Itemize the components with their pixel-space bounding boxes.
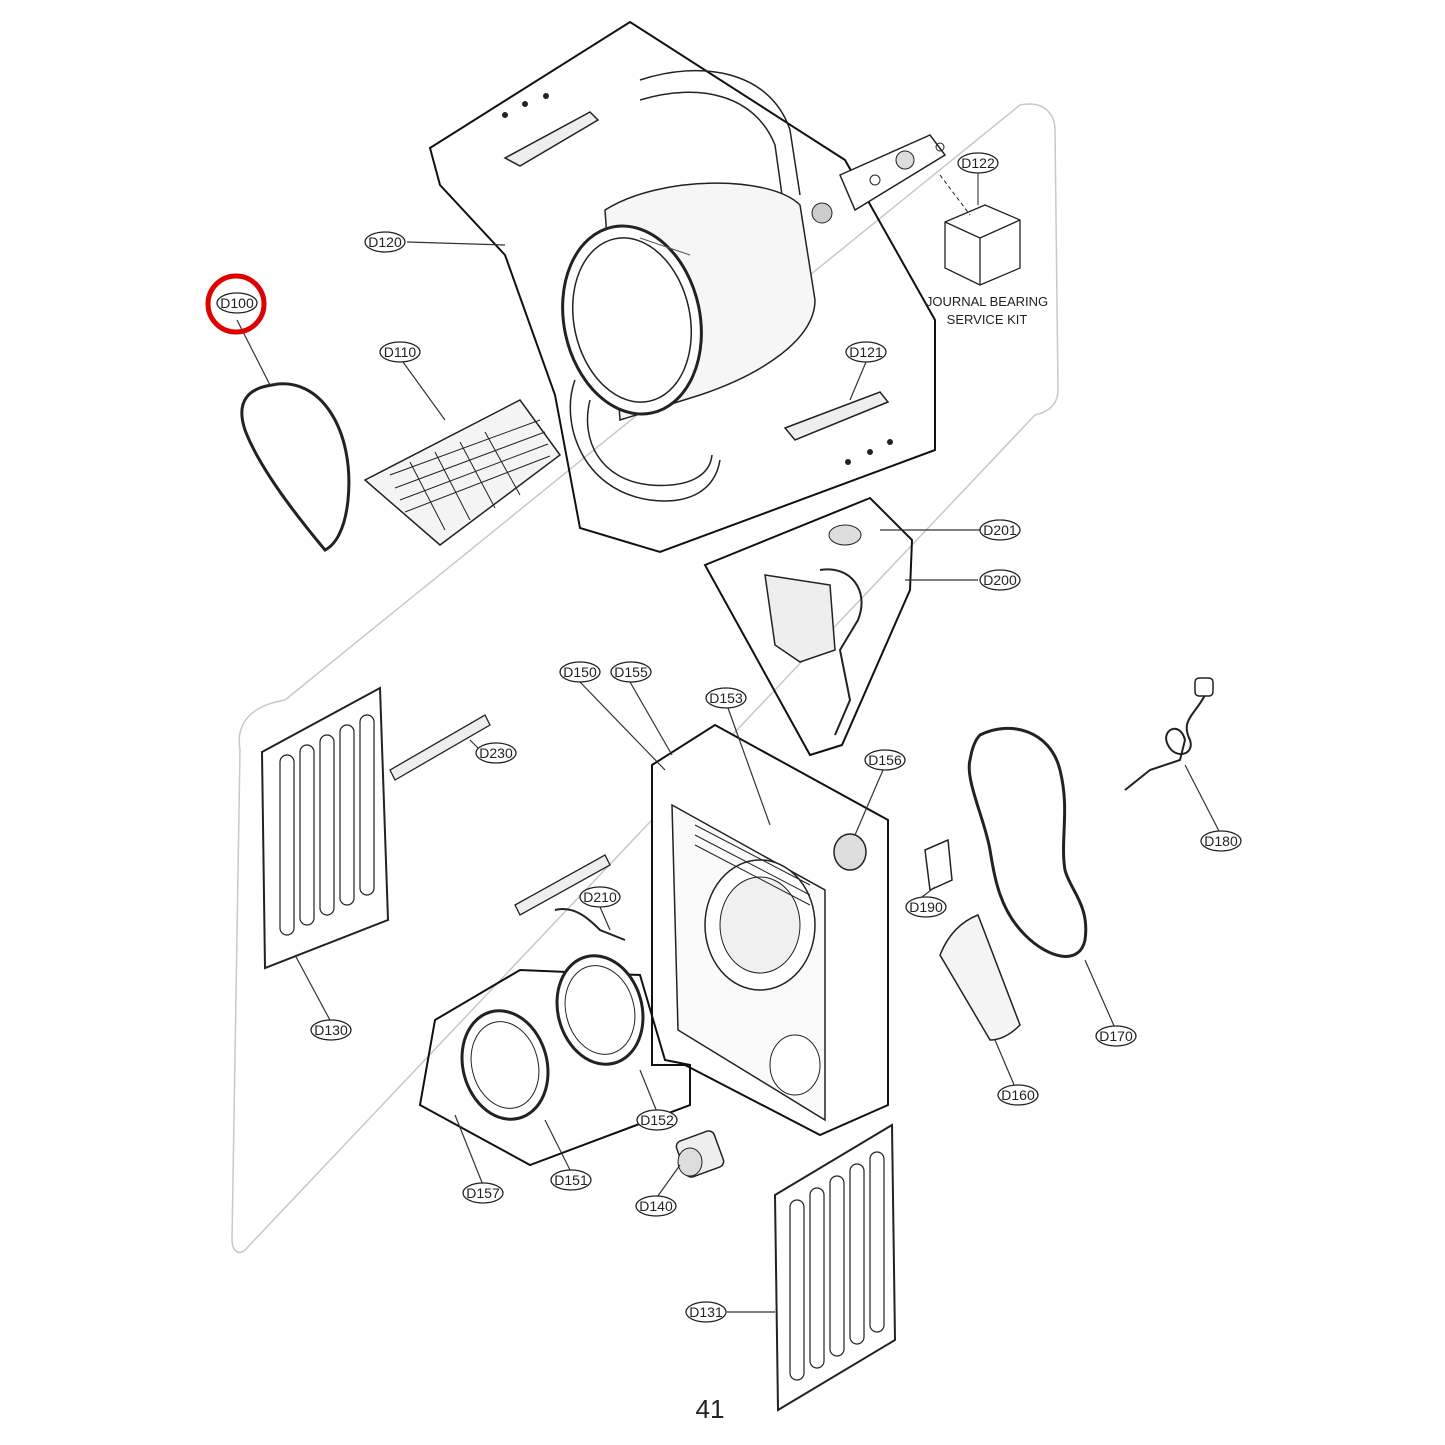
- callout-d121: D121: [845, 341, 887, 363]
- door-gasket: [240, 382, 351, 552]
- callout-d110: D110: [379, 341, 421, 363]
- callout-d153: D153: [705, 687, 747, 709]
- callout-d151: D151: [550, 1169, 592, 1191]
- kit-note-line1: JOURNAL BEARING: [926, 294, 1048, 309]
- callout-label: D180: [1204, 833, 1238, 849]
- upper-drum-bracket: [502, 93, 600, 167]
- page-number: 41: [696, 1394, 725, 1424]
- drum-belt: [639, 69, 801, 196]
- callout-d156: D156: [864, 749, 906, 771]
- cabinet-front-panel: [671, 803, 826, 1122]
- front-bulkhead: [460, 954, 645, 1121]
- callout-label: D150: [563, 664, 597, 680]
- motor-part: [833, 833, 867, 871]
- callout-label: D153: [709, 690, 743, 706]
- plug-icon: [1194, 677, 1214, 697]
- callout-label: D131: [689, 1304, 723, 1320]
- callout-d230: D230: [475, 742, 517, 764]
- callout-d190: D190: [905, 896, 947, 918]
- callout-d100: D100: [216, 292, 258, 314]
- callout-d131: D131: [685, 1301, 727, 1323]
- callout-d155: D155: [610, 661, 652, 683]
- callout-d140: D140: [635, 1195, 677, 1217]
- capacitor: [675, 1130, 725, 1178]
- callout-d160: D160: [997, 1084, 1039, 1106]
- callout-d122: D122: [957, 152, 999, 174]
- front-bulkhead-boundary: [418, 968, 691, 1167]
- lower-drum-bracket: [783, 391, 893, 465]
- callout-d150: D150: [559, 661, 601, 683]
- leader-lines: [236, 241, 1221, 1313]
- callout-d201: D201: [979, 519, 1021, 541]
- callout-label: D200: [983, 572, 1017, 588]
- callout-label: D100: [220, 295, 254, 311]
- mounting-strip-upper: [389, 714, 491, 781]
- callout-label: D120: [368, 234, 402, 250]
- lint-filter-screen: [363, 399, 562, 546]
- callout-label: D170: [1099, 1028, 1133, 1044]
- hose-bracket: [554, 908, 626, 941]
- small-gasket: [924, 838, 953, 892]
- side-panel-right: [773, 1123, 897, 1412]
- callout-label: D210: [583, 889, 617, 905]
- drum-assembly-boundary: [428, 20, 936, 554]
- callout-label: D140: [639, 1198, 673, 1214]
- drum: [561, 182, 816, 421]
- kit-note-line2: SERVICE KIT: [947, 312, 1028, 327]
- callout-label: D155: [614, 664, 648, 680]
- drum-belt-lower: [569, 379, 721, 502]
- duct-assembly: [764, 524, 863, 736]
- callout-label: D110: [384, 344, 417, 360]
- callout-label: D156: [868, 752, 902, 768]
- callout-d200: D200: [979, 569, 1021, 591]
- duct-assembly-boundary: [703, 496, 914, 757]
- callout-label: D130: [314, 1022, 348, 1038]
- callout-label: D122: [961, 155, 995, 171]
- callout-label: D190: [909, 899, 943, 915]
- power-cord: [1124, 694, 1206, 791]
- rear-cover-gasket: [967, 726, 1088, 958]
- callout-d130: D130: [310, 1019, 352, 1041]
- side-panel-left: [260, 686, 390, 970]
- assembly-group-outline: [231, 103, 1059, 1254]
- callout-d180: D180: [1200, 830, 1242, 852]
- callout-d157: D157: [462, 1182, 504, 1204]
- highlight-circle: [205, 273, 267, 335]
- journal-bearing-parts: [811, 134, 947, 224]
- callout-d170: D170: [1095, 1025, 1137, 1047]
- callout-label: D121: [849, 344, 883, 360]
- callout-d210: D210: [579, 886, 621, 908]
- mounting-strip-lower: [514, 854, 611, 916]
- callout-label: D157: [466, 1185, 500, 1201]
- rear-duct: [939, 914, 1021, 1041]
- callout-label: D160: [1001, 1087, 1035, 1103]
- callout-label: D230: [479, 745, 513, 761]
- callout-d120: D120: [364, 231, 406, 253]
- callout-d152: D152: [636, 1109, 678, 1131]
- service-kit-box: [939, 173, 1021, 286]
- callout-label: D151: [554, 1172, 588, 1188]
- callout-label: D152: [640, 1112, 674, 1128]
- callout-label: D201: [983, 522, 1017, 538]
